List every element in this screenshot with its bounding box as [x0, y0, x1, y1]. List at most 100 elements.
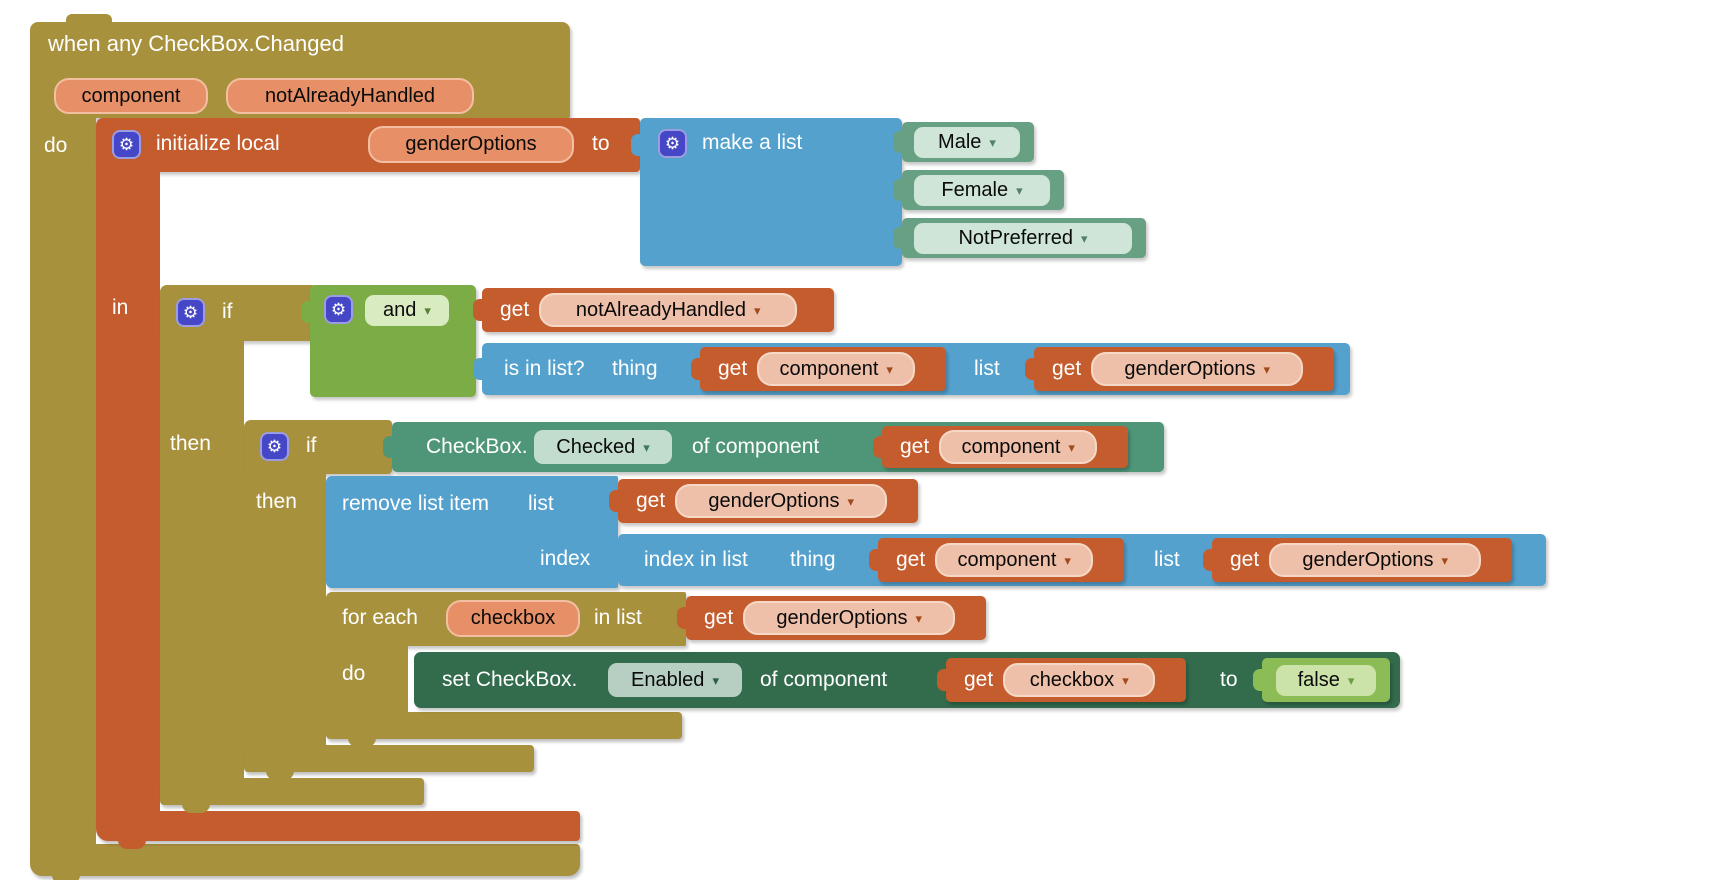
- initialize-local-left-spine[interactable]: [96, 171, 160, 812]
- get-label: get: [964, 668, 994, 691]
- initialize-local-to-label: to: [592, 132, 610, 155]
- mutator-gear-icon[interactable]: ⚙: [324, 295, 353, 324]
- set-checkbox-enabled-block[interactable]: [414, 652, 1400, 708]
- helper-option-female-block[interactable]: Female ▾: [902, 170, 1064, 210]
- helper-option-male-block[interactable]: Male ▾: [902, 122, 1034, 162]
- for-each-bottom-bar[interactable]: [326, 712, 682, 747]
- is-in-list-thing-label: thing: [612, 357, 658, 380]
- get-genderoptions-var: genderOptions: [708, 489, 840, 512]
- get-checkbox-block[interactable]: get checkbox ▾: [946, 658, 1186, 702]
- get-label: get: [500, 298, 530, 321]
- get-genderoptions-block[interactable]: get genderOptions ▾: [686, 596, 986, 640]
- outer-if-left-spine[interactable]: [160, 340, 244, 778]
- get-genderoptions-block[interactable]: get genderOptions ▾: [1034, 347, 1334, 391]
- remove-list-item-block[interactable]: [326, 476, 618, 588]
- initialize-local-bottom-bar[interactable]: [96, 811, 580, 849]
- female-label: Female: [941, 178, 1009, 201]
- checked-property-label: Checked: [556, 435, 636, 458]
- and-operator-label: and: [383, 299, 417, 321]
- chevron-down-icon: ▾: [1347, 672, 1355, 688]
- chevron-down-icon: ▾: [989, 134, 996, 150]
- index-in-list-thing-label: thing: [790, 548, 836, 571]
- checked-property-dropdown[interactable]: Checked ▾: [534, 430, 672, 464]
- for-each-left-spine[interactable]: [326, 645, 408, 712]
- chevron-down-icon: ▾: [643, 439, 650, 455]
- get-genderoptions-dropdown[interactable]: genderOptions ▾: [1269, 543, 1482, 577]
- mutator-gear-icon[interactable]: ⚙: [260, 432, 289, 461]
- make-a-list-label: make a list: [702, 131, 803, 154]
- when-block-left-spine[interactable]: [30, 117, 96, 845]
- false-boolean-block[interactable]: false ▾: [1262, 658, 1390, 702]
- mutator-gear-icon[interactable]: ⚙: [176, 298, 205, 327]
- get-genderoptions-block[interactable]: get genderOptions ▾: [1212, 538, 1512, 582]
- outer-if-bottom-bar[interactable]: [160, 778, 424, 813]
- remove-list-item-list-label: list: [528, 492, 554, 515]
- event-param-component-chip[interactable]: component: [54, 78, 208, 114]
- get-checkbox-dropdown[interactable]: checkbox ▾: [1003, 663, 1156, 697]
- initialize-local-label: initialize local: [156, 132, 280, 155]
- get-genderoptions-block[interactable]: get genderOptions ▾: [618, 479, 918, 523]
- and-operator-dropdown[interactable]: and ▾: [365, 295, 449, 326]
- chevron-down-icon: ▾: [1064, 552, 1071, 568]
- get-genderoptions-dropdown[interactable]: genderOptions ▾: [675, 484, 888, 518]
- for-each-var-checkbox-chip[interactable]: checkbox: [446, 600, 580, 637]
- helper-option-notpreferred-block[interactable]: NotPreferred ▾: [902, 218, 1146, 258]
- get-label: get: [636, 489, 666, 512]
- mutator-gear-icon[interactable]: ⚙: [658, 129, 687, 158]
- mutator-gear-icon[interactable]: ⚙: [112, 130, 141, 159]
- get-component-block[interactable]: get component ▾: [700, 347, 946, 391]
- notpreferred-dropdown[interactable]: NotPreferred ▾: [914, 222, 1132, 254]
- set-checkbox-prefix: set CheckBox.: [442, 668, 578, 691]
- inner-if-bottom-bar[interactable]: [244, 745, 534, 780]
- initialize-local-in-label: in: [112, 296, 129, 319]
- enabled-property-dropdown[interactable]: Enabled ▾: [608, 663, 742, 697]
- chevron-down-icon: ▾: [1263, 361, 1271, 377]
- get-component-var: component: [961, 435, 1061, 458]
- get-component-block[interactable]: get component ▾: [878, 538, 1124, 582]
- set-checkbox-suffix: of component: [760, 668, 888, 691]
- logic-and-block[interactable]: ⚙ and ▾: [301, 285, 476, 397]
- get-label: get: [900, 435, 930, 458]
- local-var-genderoptions-label: genderOptions: [405, 133, 537, 155]
- get-label: get: [896, 548, 926, 571]
- male-label: Male: [938, 130, 982, 153]
- when-block-bottom-bar[interactable]: [30, 844, 580, 880]
- get-label: get: [718, 357, 748, 380]
- inner-if-left-spine[interactable]: [244, 473, 326, 745]
- get-component-dropdown[interactable]: component ▾: [757, 352, 916, 386]
- inner-if-label: if: [306, 434, 317, 457]
- get-genderoptions-dropdown[interactable]: genderOptions ▾: [1091, 352, 1304, 386]
- enabled-property-label: Enabled: [631, 668, 705, 691]
- get-checkbox-var: checkbox: [1029, 668, 1115, 691]
- set-to-label: to: [1220, 668, 1238, 691]
- get-component-dropdown[interactable]: component ▾: [935, 543, 1094, 577]
- outer-if-label: if: [222, 300, 233, 323]
- get-component-var: component: [779, 357, 879, 380]
- false-dropdown[interactable]: false ▾: [1276, 664, 1376, 696]
- chevron-down-icon: ▾: [1441, 552, 1449, 568]
- get-genderoptions-dropdown[interactable]: genderOptions ▾: [743, 601, 956, 635]
- get-component-dropdown[interactable]: component ▾: [939, 430, 1098, 464]
- index-in-list-label: index in list: [644, 548, 748, 571]
- checkbox-checked-suffix: of component: [692, 435, 820, 458]
- checkbox-checked-prefix: CheckBox.: [426, 435, 528, 458]
- chevron-down-icon: ▾: [1016, 182, 1023, 198]
- chevron-down-icon: ▾: [886, 361, 893, 377]
- chevron-down-icon: ▾: [847, 493, 855, 509]
- for-each-var-checkbox-label: checkbox: [470, 607, 556, 629]
- inner-if-then-label: then: [256, 490, 297, 513]
- get-component-var: component: [957, 548, 1057, 571]
- event-param-notalreadyhandled-chip[interactable]: notAlreadyHandled: [226, 78, 474, 114]
- chevron-down-icon: ▾: [1122, 672, 1129, 688]
- female-dropdown[interactable]: Female ▾: [914, 174, 1050, 206]
- remove-list-item-label: remove list item: [342, 492, 490, 515]
- get-component-block[interactable]: get component ▾: [882, 426, 1128, 468]
- chevron-down-icon: ▾: [712, 672, 719, 688]
- local-var-genderoptions-chip[interactable]: genderOptions: [368, 126, 574, 163]
- male-dropdown[interactable]: Male ▾: [914, 126, 1020, 158]
- event-param-notalreadyhandled-label: notAlreadyHandled: [264, 84, 436, 107]
- get-notalreadyhandled-block[interactable]: get notAlreadyHandled ▾: [482, 288, 834, 332]
- get-genderoptions-var: genderOptions: [776, 606, 908, 629]
- get-notalreadyhandled-dropdown[interactable]: notAlreadyHandled ▾: [539, 293, 798, 327]
- when-do-label: do: [44, 134, 68, 157]
